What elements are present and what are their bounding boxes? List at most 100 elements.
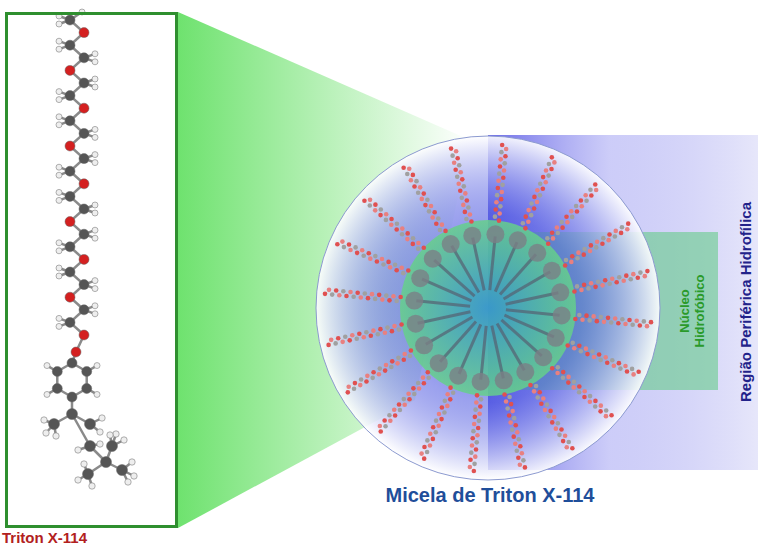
oxyethylene-bead [468, 458, 473, 463]
atom [107, 432, 113, 438]
atom [79, 280, 89, 290]
atom [56, 122, 62, 128]
oxyethylene-bead [561, 376, 566, 381]
oxyethylene-bead [630, 367, 635, 372]
oxyethylene-bead [440, 222, 445, 227]
oxyethylene-bead [474, 400, 479, 405]
oxyethylene-bead [535, 188, 540, 193]
oxyethylene-bead [364, 379, 369, 384]
oxyethylene-bead [434, 418, 439, 423]
phenyl-head [534, 348, 552, 366]
oxyethylene-bead [357, 331, 362, 336]
oxyethylene-bead [432, 210, 437, 215]
oxyethylene-bead [414, 179, 419, 184]
oxyethylene-bead [573, 317, 578, 322]
atom [56, 240, 62, 246]
oxyethylene-bead [364, 330, 369, 335]
atom [65, 40, 75, 50]
oxyethylene-bead [609, 413, 614, 418]
oxyethylene-bead [557, 433, 562, 438]
oxyethylene-bead [623, 364, 628, 369]
oxyethylene-bead [411, 386, 416, 391]
oxyethylene-bead [513, 423, 518, 428]
oxyethylene-bead [546, 241, 551, 246]
oxyethylene-bead [411, 236, 416, 241]
oxyethylene-bead [327, 288, 332, 293]
oxyethylene-bead [406, 268, 411, 273]
oxyethylene-bead [545, 402, 550, 407]
oxyethylene-bead [431, 425, 436, 430]
oxyethylene-bead [626, 221, 631, 226]
oxyethylene-bead [594, 245, 599, 250]
oxyethylene-bead [617, 361, 622, 366]
atom [82, 367, 92, 377]
oxyethylene-bead [503, 154, 508, 159]
oxyethylene-bead [570, 446, 575, 451]
oxyethylene-bead [380, 297, 385, 302]
oxyethylene-bead [572, 379, 577, 384]
oxyethylene-bead [394, 227, 399, 232]
phenyl-head [516, 363, 534, 381]
atom [65, 116, 75, 126]
oxyethylene-bead [378, 327, 383, 332]
atom [79, 179, 89, 189]
phenyl-head [553, 306, 571, 324]
oxyethylene-bead [528, 383, 533, 388]
oxyethylene-bead [440, 405, 445, 410]
oxyethylene-bead [577, 313, 582, 318]
oxyethylene-bead [566, 440, 571, 445]
oxyethylene-bead [346, 384, 351, 389]
oxyethylene-bead [337, 293, 342, 298]
oxyethylene-bead [499, 197, 504, 202]
atom [79, 154, 89, 164]
oxyethylene-bead [498, 157, 503, 162]
region-label: Núcleo Hidrofóbico [677, 261, 707, 361]
atom [81, 461, 87, 467]
oxyethylene-bead [550, 366, 555, 371]
oxyethylene-bead [387, 413, 392, 418]
oxyethylene-bead [602, 320, 607, 325]
oxyethylene-bead [529, 213, 534, 218]
oxyethylene-bead [575, 256, 580, 261]
atom [52, 384, 62, 394]
atom [94, 391, 100, 397]
region-band: Região Periférica HidrofílicaNúcleo Hidr… [488, 135, 758, 470]
oxyethylene-bead [388, 419, 393, 424]
oxyethylene-bead [373, 254, 378, 259]
oxyethylene-bead [359, 295, 364, 300]
oxyethylene-bead [591, 314, 596, 319]
atom [65, 166, 75, 176]
oxyethylene-bead [582, 283, 587, 288]
oxyethylene-bead [588, 249, 593, 254]
oxyethylene-bead [373, 208, 378, 213]
oxyethylene-bead [606, 238, 611, 243]
oxyethylene-bead [493, 207, 498, 212]
oxyethylene-bead [426, 376, 431, 381]
oxyethylene-bead [570, 254, 575, 259]
oxyethylene-bead [564, 445, 569, 450]
hydrophobic-tail [490, 236, 495, 290]
atom [65, 292, 75, 302]
oxyethylene-bead [610, 358, 615, 363]
oxyethylene-bead [552, 160, 557, 165]
oxyethylene-bead [438, 228, 443, 233]
oxyethylene-bead [379, 207, 384, 212]
oxyethylene-bead [353, 381, 358, 386]
oxyethylene-bead [352, 386, 357, 391]
oxyethylene-bead [564, 258, 569, 263]
oxyethylene-bead [341, 289, 346, 294]
oxyethylene-bead [425, 450, 430, 455]
atom [82, 384, 92, 394]
oxyethylene-bead [549, 167, 554, 172]
oxyethylene-bead [329, 338, 334, 343]
oxyethylene-bead [551, 236, 556, 241]
atom [107, 441, 118, 452]
oxyethylene-bead [507, 413, 512, 418]
hydrophobic-tail [440, 321, 476, 361]
oxyethylene-bead [613, 234, 618, 239]
oxyethylene-bead [376, 332, 381, 337]
oxyethylene-bead [455, 174, 460, 179]
atom [131, 473, 137, 479]
oxyethylene-bead [597, 352, 602, 357]
atom [79, 28, 89, 38]
